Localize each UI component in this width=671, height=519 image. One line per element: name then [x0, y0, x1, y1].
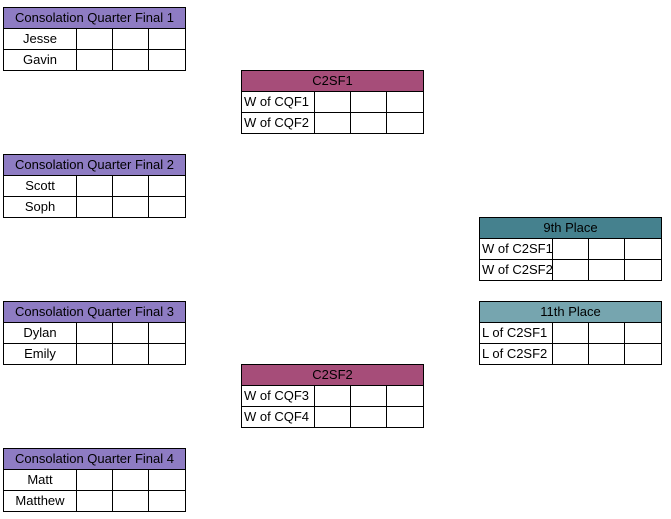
- table-row: W of CQF2: [241, 112, 425, 134]
- cqf1-block: Consolation Quarter Final 1 Jesse Gavin: [2, 7, 187, 71]
- score-cell[interactable]: [112, 469, 149, 491]
- score-cell[interactable]: [385, 406, 425, 428]
- score-cell[interactable]: [314, 406, 351, 428]
- table-row: Jesse: [3, 28, 187, 50]
- score-cell[interactable]: [112, 49, 149, 71]
- table-row: Gavin: [3, 49, 187, 71]
- score-cell[interactable]: [314, 91, 351, 113]
- table-row: Dylan: [3, 322, 187, 344]
- score-cell[interactable]: [76, 343, 113, 365]
- table-row: W of C2SF2: [479, 259, 663, 281]
- cqf1-title: Consolation Quarter Final 1: [2, 7, 187, 29]
- table-row: W of CQF3: [241, 385, 425, 407]
- score-cell[interactable]: [385, 385, 425, 407]
- player-name: W of CQF2: [241, 112, 315, 134]
- c2sf1-title: C2SF1: [240, 70, 425, 92]
- score-cell[interactable]: [623, 238, 663, 260]
- player-name: L of C2SF1: [479, 322, 553, 344]
- score-cell[interactable]: [314, 385, 351, 407]
- score-cell[interactable]: [112, 322, 149, 344]
- score-cell[interactable]: [350, 91, 387, 113]
- score-cell[interactable]: [552, 322, 589, 344]
- score-cell[interactable]: [623, 322, 663, 344]
- score-cell[interactable]: [112, 343, 149, 365]
- score-cell[interactable]: [552, 343, 589, 365]
- score-cell[interactable]: [588, 322, 625, 344]
- score-cell[interactable]: [552, 259, 589, 281]
- table-row: Matt: [3, 469, 187, 491]
- score-cell[interactable]: [147, 196, 187, 218]
- score-cell[interactable]: [623, 259, 663, 281]
- cqf2-block: Consolation Quarter Final 2 Scott Soph: [2, 154, 187, 218]
- table-row: W of C2SF1: [479, 238, 663, 260]
- player-name: Jesse: [3, 28, 77, 50]
- eleventh-place-title: 11th Place: [478, 301, 663, 323]
- player-name: Soph: [3, 196, 77, 218]
- score-cell[interactable]: [147, 469, 187, 491]
- score-cell[interactable]: [385, 91, 425, 113]
- score-cell[interactable]: [350, 406, 387, 428]
- player-name: Matthew: [3, 490, 77, 512]
- score-cell[interactable]: [147, 175, 187, 197]
- score-cell[interactable]: [112, 28, 149, 50]
- score-cell[interactable]: [588, 343, 625, 365]
- score-cell[interactable]: [112, 490, 149, 512]
- table-row: Scott: [3, 175, 187, 197]
- table-row: Emily: [3, 343, 187, 365]
- score-cell[interactable]: [350, 112, 387, 134]
- cqf3-title: Consolation Quarter Final 3: [2, 301, 187, 323]
- score-cell[interactable]: [147, 322, 187, 344]
- ninth-place-title: 9th Place: [478, 217, 663, 239]
- player-name: W of CQF4: [241, 406, 315, 428]
- player-name: W of CQF3: [241, 385, 315, 407]
- score-cell[interactable]: [76, 322, 113, 344]
- score-cell[interactable]: [552, 238, 589, 260]
- score-cell[interactable]: [385, 112, 425, 134]
- cqf4-block: Consolation Quarter Final 4 Matt Matthew: [2, 448, 187, 512]
- score-cell[interactable]: [623, 343, 663, 365]
- score-cell[interactable]: [76, 469, 113, 491]
- ninth-place-block: 9th Place W of C2SF1 W of C2SF2: [478, 217, 663, 281]
- table-row: Soph: [3, 196, 187, 218]
- player-name: W of CQF1: [241, 91, 315, 113]
- score-cell[interactable]: [76, 49, 113, 71]
- score-cell[interactable]: [350, 385, 387, 407]
- eleventh-place-block: 11th Place L of C2SF1 L of C2SF2: [478, 301, 663, 365]
- player-name: Scott: [3, 175, 77, 197]
- score-cell[interactable]: [76, 490, 113, 512]
- cqf4-title: Consolation Quarter Final 4: [2, 448, 187, 470]
- player-name: Gavin: [3, 49, 77, 71]
- score-cell[interactable]: [314, 112, 351, 134]
- score-cell[interactable]: [147, 49, 187, 71]
- player-name: Emily: [3, 343, 77, 365]
- cqf3-block: Consolation Quarter Final 3 Dylan Emily: [2, 301, 187, 365]
- score-cell[interactable]: [112, 175, 149, 197]
- player-name: Matt: [3, 469, 77, 491]
- table-row: W of CQF4: [241, 406, 425, 428]
- player-name: L of C2SF2: [479, 343, 553, 365]
- score-cell[interactable]: [147, 28, 187, 50]
- player-name: Dylan: [3, 322, 77, 344]
- score-cell[interactable]: [76, 196, 113, 218]
- score-cell[interactable]: [147, 343, 187, 365]
- score-cell[interactable]: [588, 238, 625, 260]
- score-cell[interactable]: [112, 196, 149, 218]
- c2sf2-block: C2SF2 W of CQF3 W of CQF4: [240, 364, 425, 428]
- table-row: L of C2SF2: [479, 343, 663, 365]
- score-cell[interactable]: [147, 490, 187, 512]
- table-row: Matthew: [3, 490, 187, 512]
- player-name: W of C2SF2: [479, 259, 553, 281]
- score-cell[interactable]: [588, 259, 625, 281]
- c2sf2-title: C2SF2: [240, 364, 425, 386]
- table-row: W of CQF1: [241, 91, 425, 113]
- c2sf1-block: C2SF1 W of CQF1 W of CQF2: [240, 70, 425, 134]
- cqf2-title: Consolation Quarter Final 2: [2, 154, 187, 176]
- player-name: W of C2SF1: [479, 238, 553, 260]
- score-cell[interactable]: [76, 28, 113, 50]
- table-row: L of C2SF1: [479, 322, 663, 344]
- score-cell[interactable]: [76, 175, 113, 197]
